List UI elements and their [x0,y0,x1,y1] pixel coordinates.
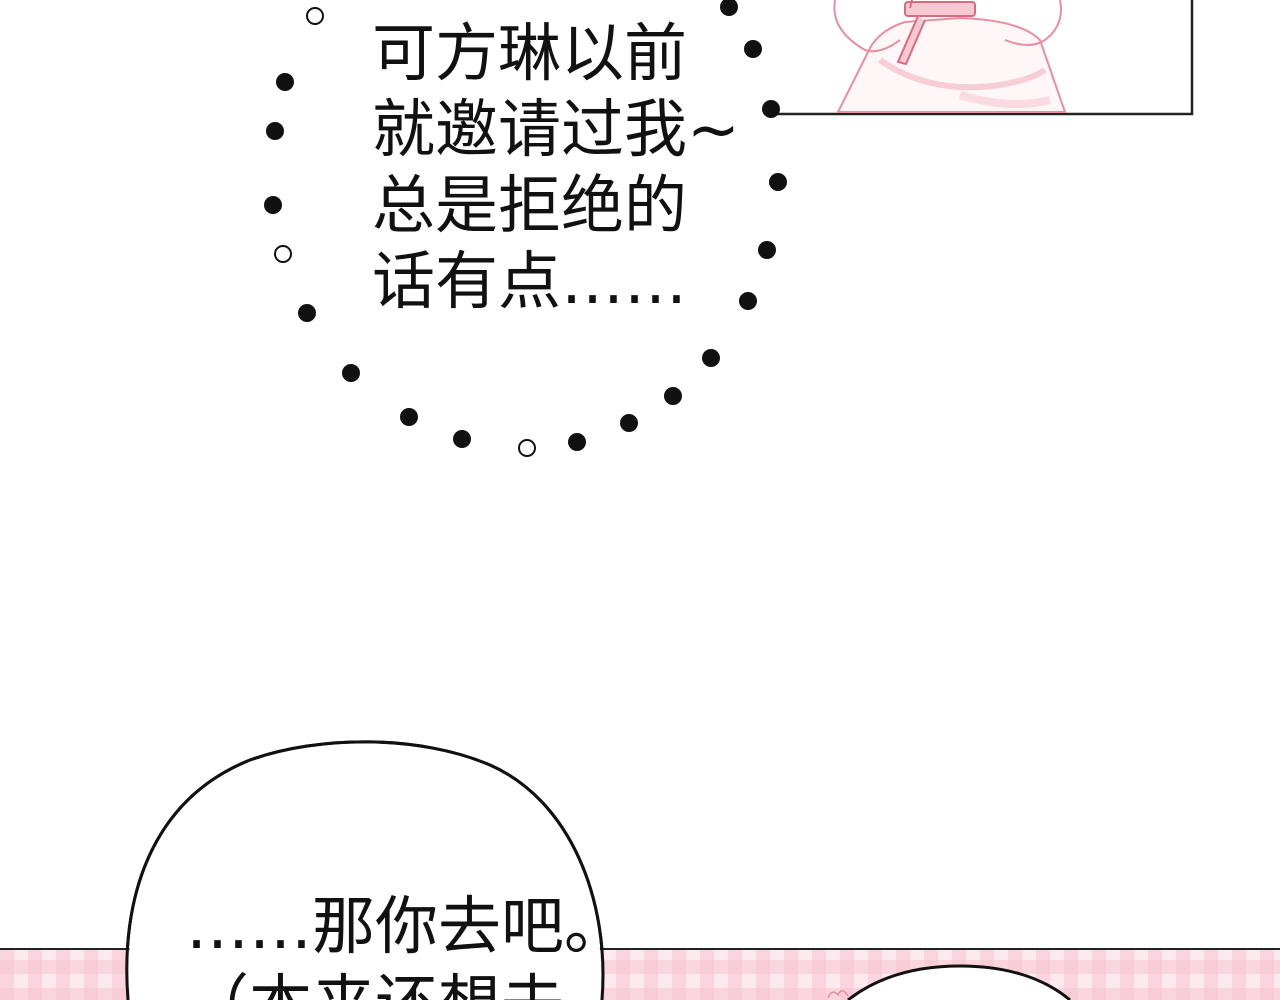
thought-bubble-dot [264,196,282,214]
thought-bubble-dot [266,122,284,140]
thought-bubble-dot [769,173,787,191]
thought-bubble-dot [306,7,324,25]
thought-bubble-dot [758,241,776,259]
speech-line: （本来还想去 [186,966,606,1000]
thought-bubble-dot [762,100,780,118]
thought-bubble-dot [739,292,757,310]
next-bubble-outline [847,964,1071,1000]
thought-bubble-dot [620,414,638,432]
thought-line: 就邀请过我~ [372,93,740,166]
thought-bubble-dot [274,245,292,263]
thought-bubble-dot [453,430,471,448]
thought-bubble-dot [518,439,536,457]
thought-bubble-dot [568,433,586,451]
speech-bubble-text: ……那你去吧。 （本来还想去 [186,888,627,1000]
speech-line: ……那你去吧。 [186,890,627,963]
character-illustration [833,0,1067,113]
top-right-panel [776,0,1194,116]
speech-bubble-inner [128,743,602,1000]
thought-bubble-dot [276,73,294,91]
thought-bubble-dot [342,364,360,382]
thought-bubble-text: 可方琳以前 就邀请过我~ 总是拒绝的 话有点…… [372,16,752,320]
thought-bubble-dot [298,304,316,322]
thought-bubble-dot [664,387,682,405]
thought-bubble-dot [400,408,418,426]
thought-line: 话有点…… [372,245,687,318]
thought-bubble-dot [702,349,720,367]
thought-bubble-dot [720,0,738,16]
decor-flower-icon [827,990,849,999]
thought-line: 可方琳以前 [372,17,687,90]
speech-bubble-outline-front [125,740,605,1000]
thought-bubble-dots [264,0,787,457]
thought-line: 总是拒绝的 [372,169,687,242]
thought-bubble-dot [744,40,762,58]
